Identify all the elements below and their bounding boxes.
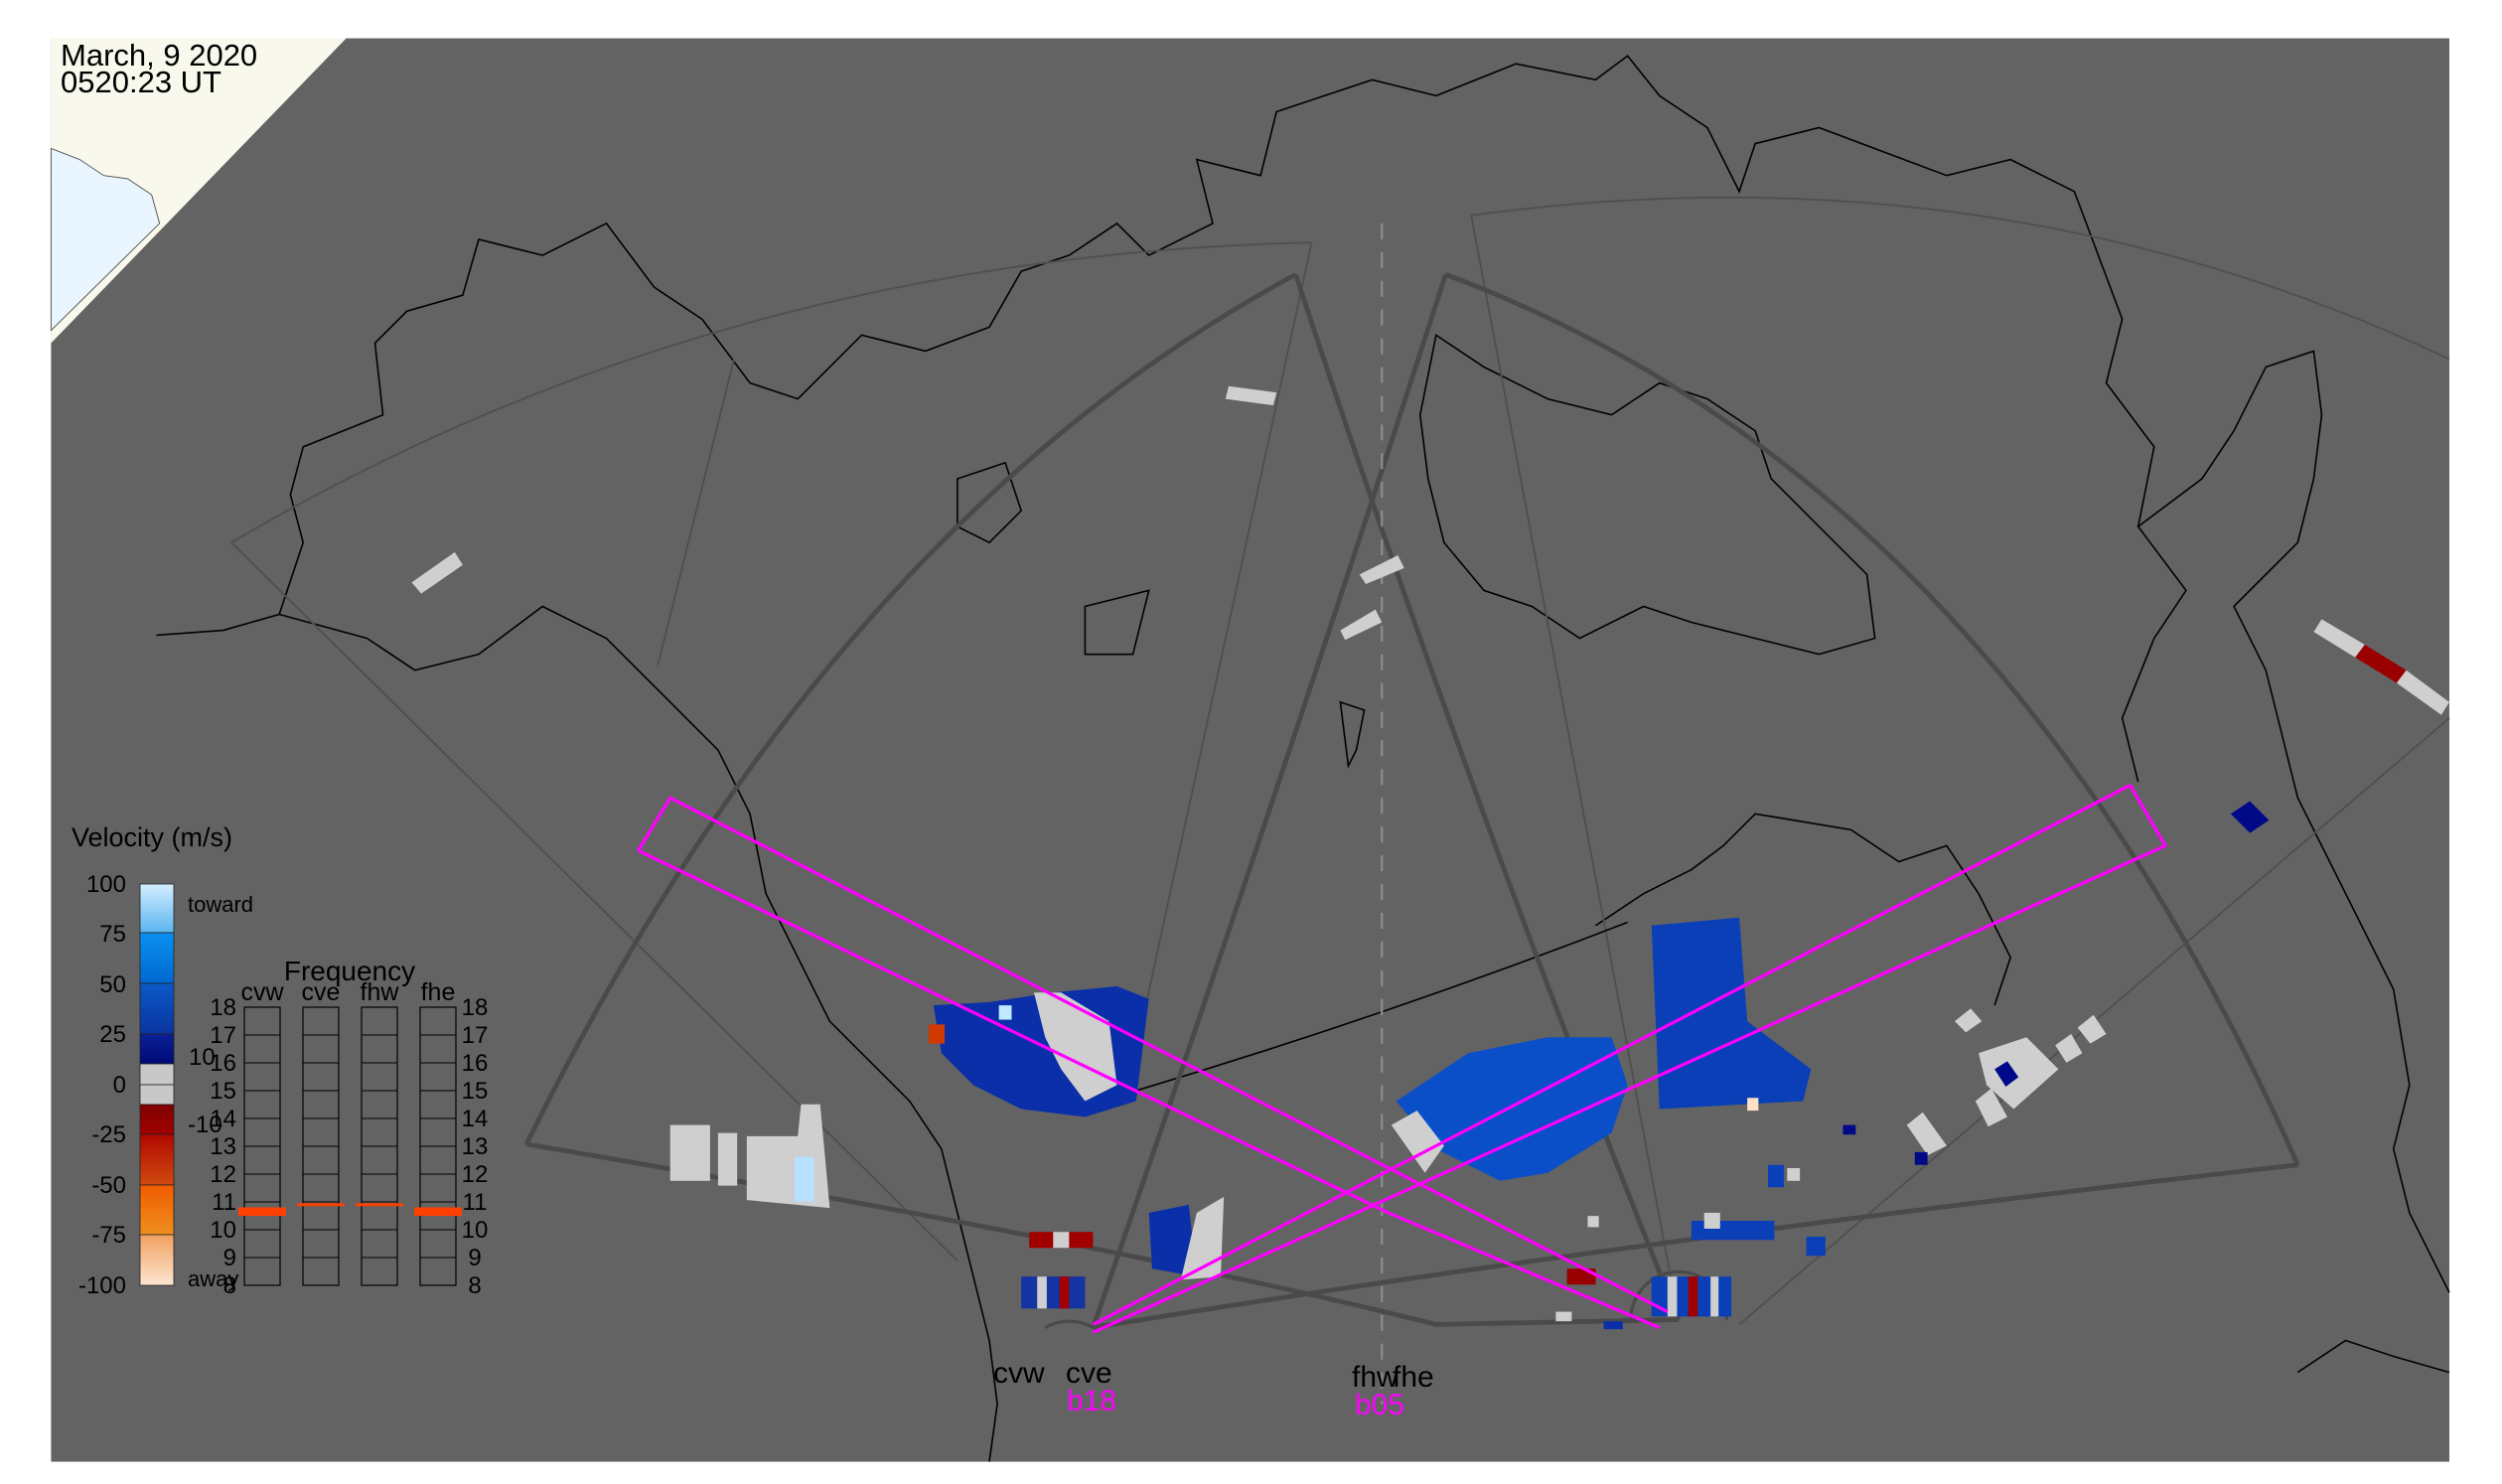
- date-label: March, 9 2020: [61, 38, 257, 73]
- frequency-tick-right: 17: [462, 1022, 489, 1049]
- toward-label: toward: [188, 892, 253, 917]
- frequency-column-label: fhw: [361, 978, 400, 1006]
- velocity-tick: -75: [91, 1222, 126, 1249]
- velocity-inner-tick-10: 10: [189, 1044, 216, 1071]
- frequency-tick-right: 14: [462, 1106, 489, 1132]
- velocity-tick-labels: 100 75 50 25 0 -25 -50 -75 -100: [78, 871, 126, 1299]
- frequency-tick-right: 15: [462, 1078, 489, 1105]
- velocity-tick: 100: [86, 871, 126, 898]
- coastlines: [156, 55, 2450, 1462]
- velocity-tick: 50: [99, 971, 126, 998]
- beam-label-cv: b18: [1067, 1385, 1116, 1417]
- beam-b05-box: [1092, 784, 2168, 1334]
- time-label: 0520:23 UT: [61, 65, 221, 99]
- frequency-tick-left: 17: [210, 1022, 236, 1049]
- frequency-tick-right: 9: [468, 1245, 481, 1271]
- beam-b18-box: [637, 796, 1669, 1313]
- velocity-tick: 25: [99, 1021, 126, 1048]
- beam-highlights: [637, 783, 2168, 1334]
- frequency-mark: [238, 1207, 286, 1217]
- station-fhw: fhw: [1352, 1361, 1398, 1394]
- daylight-land: [51, 38, 347, 344]
- frequency-tick-left: 8: [223, 1272, 236, 1299]
- velocity-tick: -100: [78, 1272, 126, 1299]
- daylight-sea: [50, 147, 161, 332]
- map-layer: [50, 38, 2450, 1462]
- frequency-tick-left: 9: [223, 1245, 236, 1271]
- frequency-tick-left: 10: [210, 1217, 236, 1244]
- frequency-tick-left: 18: [210, 994, 236, 1021]
- frequency-column-label: cve: [302, 978, 341, 1006]
- station-cvw: cvw: [993, 1357, 1045, 1390]
- fov-thin-outlines: [230, 196, 2450, 1326]
- station-fhe: fhe: [1393, 1361, 1434, 1394]
- frequency-tick-right: 8: [468, 1272, 481, 1299]
- frequency-tick-left: 12: [210, 1161, 236, 1188]
- frequency-mark: [297, 1203, 345, 1207]
- frequency-tick-left: 15: [210, 1078, 236, 1105]
- frequency-mark: [414, 1207, 462, 1217]
- frequency-mark: [356, 1203, 403, 1207]
- velocity-legend: Velocity (m/s) 100 75 50 25 0 -25 -50 -75 -100 1…: [72, 822, 253, 1299]
- station-cve: cve: [1066, 1357, 1112, 1390]
- frequency-legend-title: Frequency: [284, 956, 415, 986]
- frequency-tick-right: 11: [463, 1189, 488, 1216]
- frequency-tick-right: 18: [462, 994, 489, 1021]
- frequency-tick-right: 16: [462, 1050, 489, 1077]
- velocity-tick: -25: [91, 1121, 126, 1148]
- velocity-tick: -50: [91, 1172, 126, 1199]
- frequency-tick-right: 12: [462, 1161, 489, 1188]
- frequency-tick-left: 11: [212, 1189, 236, 1216]
- frequency-tick-left: 13: [210, 1133, 236, 1160]
- frequency-tick-left: 16: [210, 1050, 236, 1077]
- frequency-column-label: cvw: [240, 978, 284, 1006]
- map-background: [51, 38, 2449, 1462]
- beam-label-fh: b05: [1355, 1389, 1404, 1421]
- away-label: away: [188, 1266, 238, 1291]
- velocity-tick: 75: [99, 921, 126, 948]
- frequency-tick-right: 13: [462, 1133, 489, 1160]
- frequency-column-label: fhe: [421, 978, 456, 1006]
- velocity-tick: 0: [113, 1072, 126, 1099]
- velocity-legend-title: Velocity (m/s): [72, 822, 232, 852]
- scatter-patch-center: [1396, 1037, 1628, 1181]
- velocity-inner-tick-minus10: -10: [188, 1112, 222, 1138]
- frequency-tick-right: 10: [462, 1217, 489, 1244]
- station-labels: cvw cve b18 fhw fhe b05: [993, 1357, 1434, 1421]
- frequency-tick-left: 14: [210, 1106, 236, 1132]
- velocity-colorbar: [139, 883, 175, 1286]
